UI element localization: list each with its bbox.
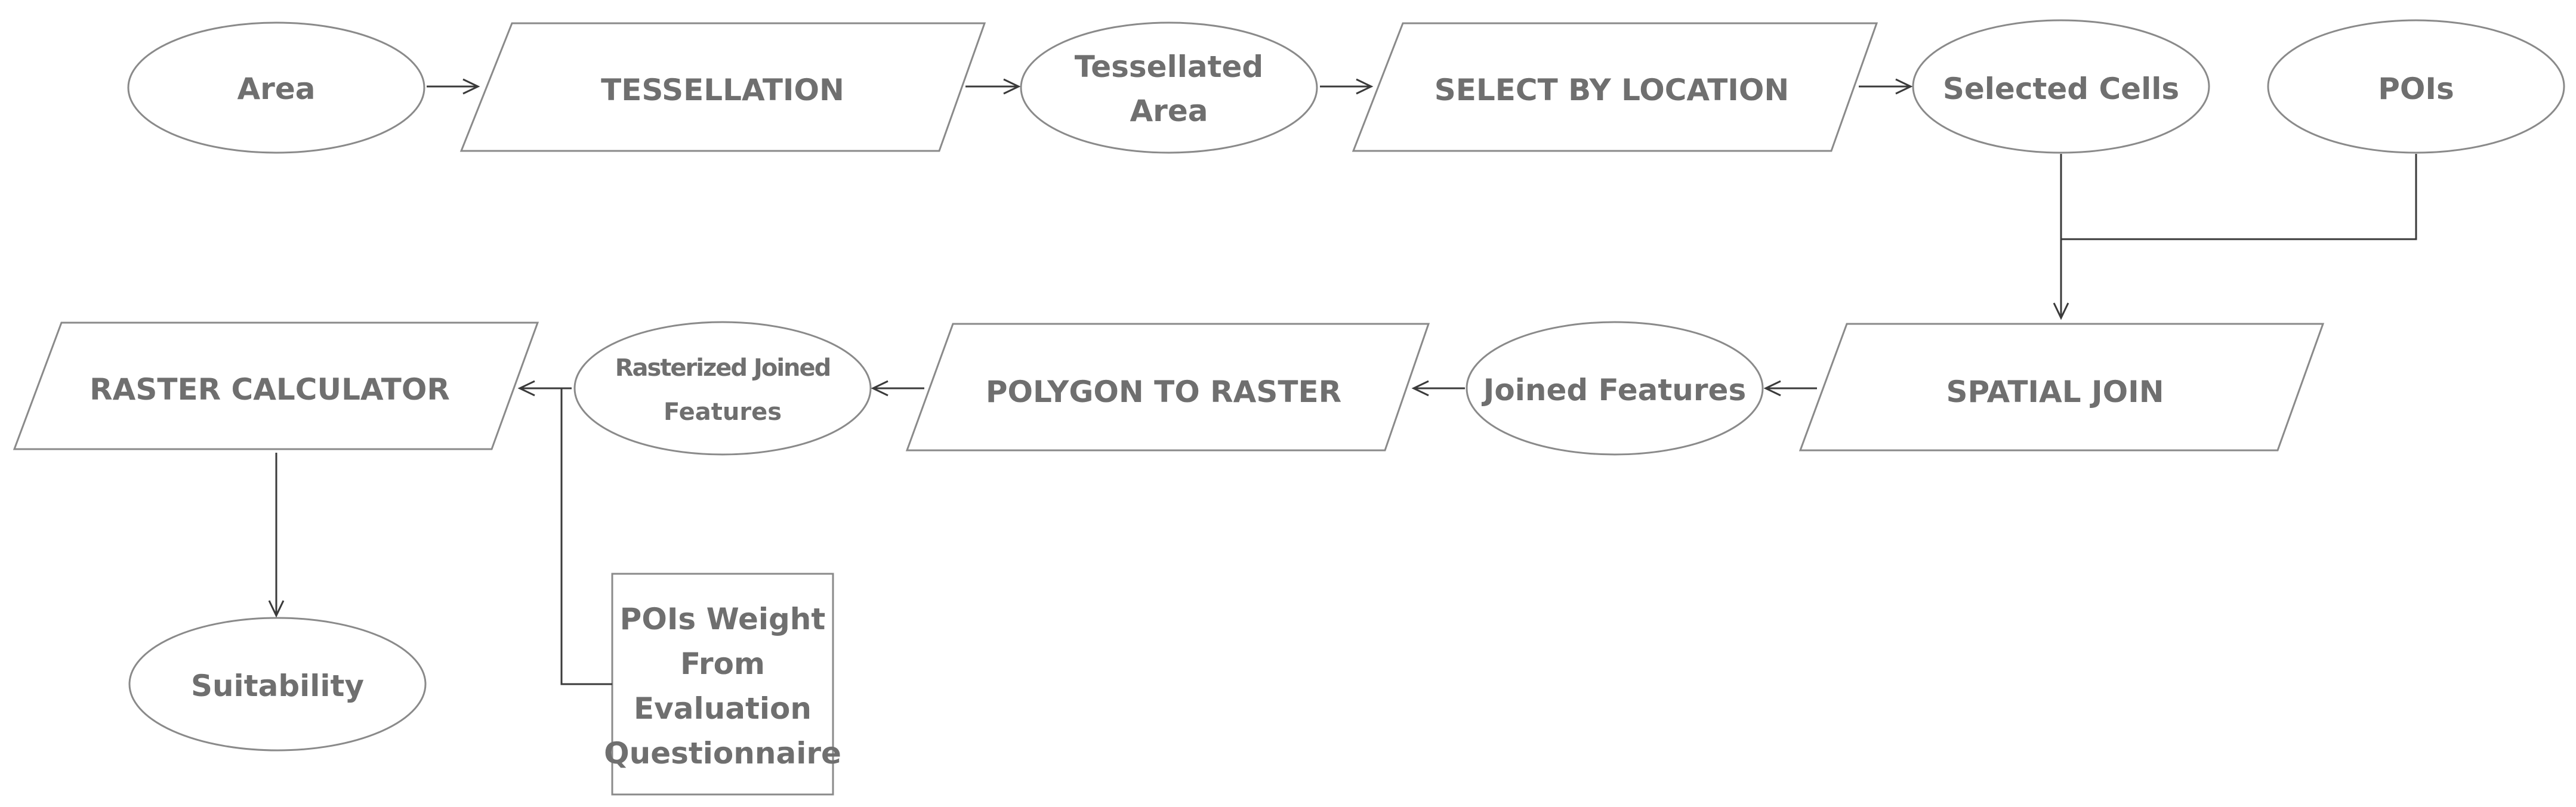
selected-cells-label: Selected Cells [1943,72,2179,106]
tessellated-area-node [1020,21,1318,154]
polygon-to-raster-label: POLYGON TO RASTER [986,375,1341,409]
select-by-location-label: SELECT BY LOCATION [1434,73,1790,107]
pois-weight-label-4: Questionnaire [604,736,841,771]
select-by-location-node [1352,22,1878,152]
pois-weight-node [611,573,834,796]
connector-pois-to-merge [2061,154,2417,240]
arrowhead-raster-calculator [517,380,535,397]
tessellated-area-label: Tessellated [1075,50,1263,84]
pois-weight-label-2: From [680,647,765,681]
arrowhead-suitability [268,600,285,618]
connector-pois-weight-to-merge [560,388,612,685]
tessellated-area-label-2: Area [1130,94,1208,128]
arrowhead-polygon-to-raster [1411,380,1429,397]
spatial-join-label: SPATIAL JOIN [1946,375,2164,409]
arrowhead-select-by-location [1356,78,1374,95]
pois-node [2267,19,2565,154]
suitability-node [128,617,427,752]
arrowhead-tessellation [462,78,480,95]
selected-cells-node [1912,19,2210,154]
arrowhead-tessellated-area [1003,78,1021,95]
arrowhead-spatial-join [2053,302,2069,320]
pois-label: POIs [2378,72,2454,106]
rasterized-joined-features-label: Rasterized Joined [615,354,831,382]
pois-weight-label-1: POIs Weight [620,602,826,636]
raster-calculator-label: RASTER CALCULATOR [90,372,450,407]
pois-weight-label-3: Evaluation [634,691,812,726]
arrowhead-selected-cells [1895,78,1913,95]
polygon-to-raster-node [905,323,1430,452]
rasterized-joined-features-label-2: Features [664,398,782,426]
spatial-join-node [1798,323,2325,452]
arrowhead-joined-features [1763,380,1781,397]
area-node [127,21,425,154]
raster-calculator-node [13,321,539,450]
tessellation-label: TESSELLATION [601,73,844,107]
area-label: Area [237,72,315,106]
suitability-label: Suitability [191,669,364,703]
rasterized-joined-features-node [573,321,872,456]
arrowhead-rasterized [871,380,889,397]
tessellation-node [459,22,986,152]
joined-features-label: Joined Features [1482,373,1746,407]
joined-features-node [1466,321,1764,456]
